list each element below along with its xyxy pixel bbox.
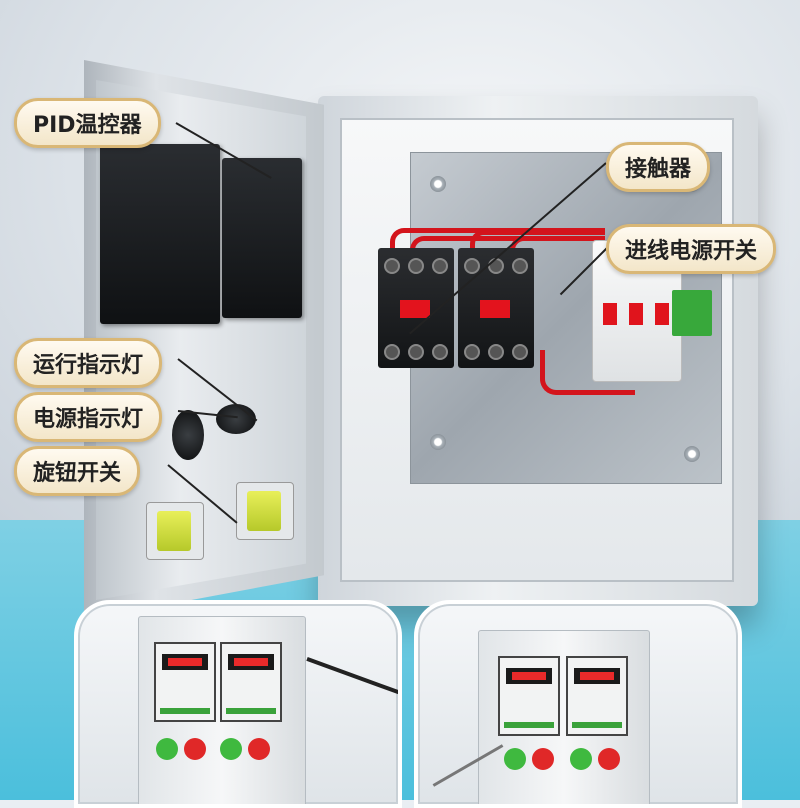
knob-switch-back-1 [146, 502, 204, 560]
contactor-2 [458, 248, 534, 368]
pid-controller-back-1 [100, 144, 220, 324]
brand-band [226, 708, 276, 714]
terminal [512, 344, 528, 360]
led-display [574, 668, 620, 684]
product-thumbnail-2 [414, 600, 742, 808]
screw [684, 446, 700, 462]
brand-band [160, 708, 210, 714]
terminal [384, 258, 400, 274]
knob-switch-back-2 [236, 482, 294, 540]
terminal [512, 258, 528, 274]
indicator-lamp-back [172, 410, 204, 460]
breaker-toggle [655, 303, 669, 325]
red-wire [540, 350, 635, 395]
knob-contact-block [247, 491, 281, 531]
breaker-toggle [629, 303, 643, 325]
pid-controller-back-2 [222, 158, 302, 318]
green-button [570, 748, 592, 770]
label-pid-controller: PID温控器 [14, 98, 161, 148]
label-power-indicator: 电源指示灯 [14, 392, 163, 442]
mini-pid-display [220, 642, 282, 722]
terminal [408, 258, 424, 274]
product-thumbnail-1 [74, 600, 402, 808]
red-wire [470, 230, 605, 259]
red-button [184, 738, 206, 760]
led-display [506, 668, 552, 684]
green-button [220, 738, 242, 760]
led-display [228, 654, 274, 670]
screw [430, 176, 446, 192]
led-display [162, 654, 208, 670]
mini-pid-display [498, 656, 560, 736]
terminal [432, 344, 448, 360]
green-button [156, 738, 178, 760]
mini-pid-display [566, 656, 628, 736]
terminal [384, 344, 400, 360]
brand-band [572, 722, 622, 728]
label-contactor: 接触器 [606, 142, 711, 192]
label-incoming-switch: 进线电源开关 [606, 224, 777, 274]
screw [430, 434, 446, 450]
label-knob-switch: 旋钮开关 [14, 446, 141, 496]
contactor-red-plate [480, 300, 510, 318]
red-button [598, 748, 620, 770]
contactor-1 [378, 248, 454, 368]
contactor-red-plate [400, 300, 430, 318]
terminal [464, 258, 480, 274]
ground-terminal [672, 290, 712, 336]
terminal [432, 258, 448, 274]
terminal [464, 344, 480, 360]
indicator-lamp-back [216, 404, 256, 434]
knob-contact-block [157, 511, 191, 551]
red-button [532, 748, 554, 770]
terminal [488, 344, 504, 360]
mini-pid-display [154, 642, 216, 722]
sensor-cable [306, 657, 398, 695]
green-button [504, 748, 526, 770]
terminal [408, 344, 424, 360]
label-run-indicator: 运行指示灯 [14, 338, 163, 388]
brand-band [504, 722, 554, 728]
red-button [248, 738, 270, 760]
breaker-toggle [603, 303, 617, 325]
